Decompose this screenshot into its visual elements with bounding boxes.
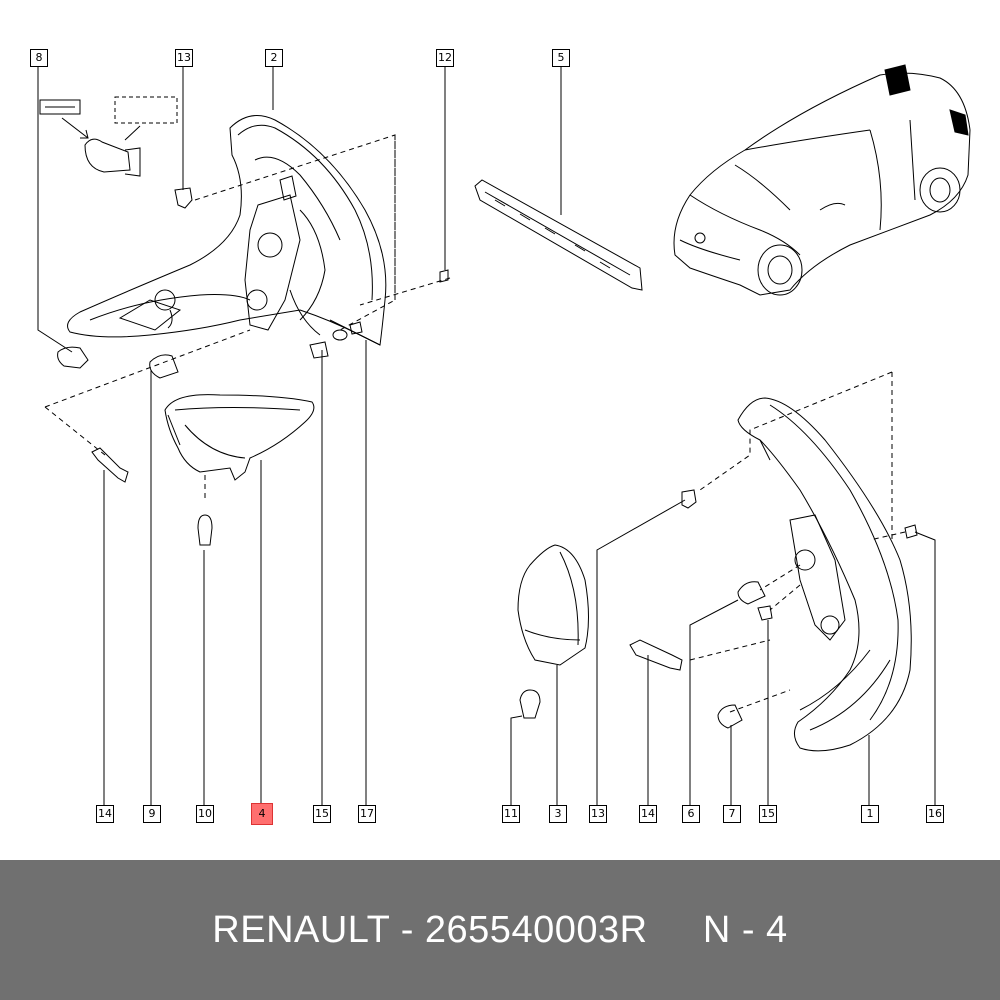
callout-8: 8 xyxy=(30,49,48,67)
callout-15-right: 15 xyxy=(759,805,777,823)
callout-6: 6 xyxy=(682,805,700,823)
callout-14-left: 14 xyxy=(96,805,114,823)
callout-3: 3 xyxy=(549,805,567,823)
clip-13-right xyxy=(681,489,697,509)
bulb-6 xyxy=(737,581,766,605)
pin-14-right xyxy=(629,639,683,671)
callout-5: 5 xyxy=(552,49,570,67)
screw-16 xyxy=(904,524,918,539)
rear-lamp-left xyxy=(67,115,387,346)
callout-11: 11 xyxy=(502,805,520,823)
callout-2: 2 xyxy=(265,49,283,67)
screw-12 xyxy=(439,269,449,283)
bulb-7 xyxy=(717,704,743,729)
callout-13-bottom: 13 xyxy=(589,805,607,823)
callout-15-left: 15 xyxy=(313,805,331,823)
leader-lines xyxy=(37,66,936,805)
bulb-8 xyxy=(39,96,178,177)
bulb-11 xyxy=(519,689,541,719)
lamp-part-3 xyxy=(517,544,589,666)
car-illustration xyxy=(673,64,971,296)
strip-5 xyxy=(474,179,643,291)
rear-lamp-right xyxy=(737,397,912,752)
pin-14-left xyxy=(91,447,129,483)
callout-1: 1 xyxy=(861,805,879,823)
callout-12: 12 xyxy=(436,49,454,67)
clip-15-right xyxy=(757,605,773,621)
callout-9: 9 xyxy=(143,805,161,823)
footer-bar: RENAULT - 265540003R N - 4 xyxy=(0,860,1000,1000)
callout-13-top: 13 xyxy=(175,49,193,67)
clip-13 xyxy=(174,187,193,209)
callout-17: 17 xyxy=(358,805,376,823)
callout-7: 7 xyxy=(723,805,741,823)
footer-part-label: RENAULT - 265540003R N - 4 xyxy=(212,908,788,951)
callout-16: 16 xyxy=(926,805,944,823)
bulb-10 xyxy=(197,514,213,546)
callout-4-highlighted[interactable]: 4 xyxy=(251,803,273,825)
callout-10: 10 xyxy=(196,805,214,823)
parts-diagram xyxy=(37,64,971,805)
callout-14-right: 14 xyxy=(639,805,657,823)
lamp-part-4 xyxy=(164,394,315,481)
